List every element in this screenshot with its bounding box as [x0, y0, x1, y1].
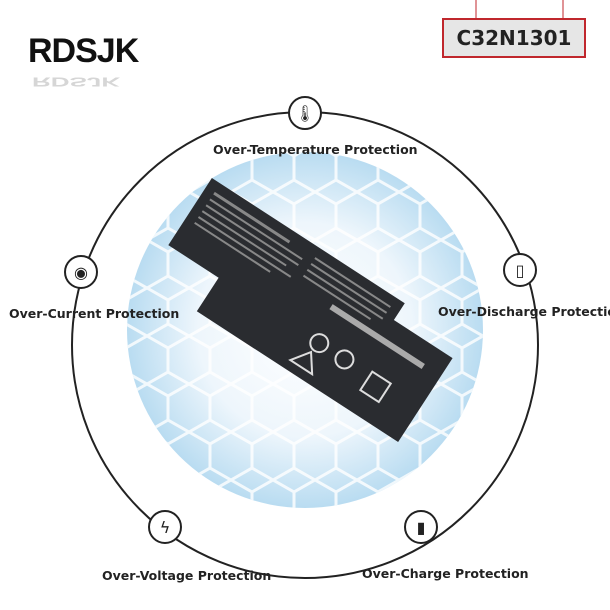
feature-over-voltage: Over-Voltage Protection [102, 568, 272, 583]
model-label: C32N1301 [442, 18, 586, 58]
feature-over-temperature: Over-Temperature Protection [213, 142, 418, 157]
thermometer-icon: 🌡 [288, 96, 322, 130]
battery-charging-icon: ▮ [404, 510, 438, 544]
feature-over-charge: Over-Charge Protection [362, 566, 529, 581]
feature-over-discharge: Over-Discharge Protection [438, 304, 610, 319]
brand-logo-reflection: RDSJK [32, 74, 121, 90]
lightning-icon: ϟ [148, 510, 182, 544]
meter-icon: ◉ [64, 255, 98, 289]
battery-pack [168, 177, 453, 443]
feature-over-current: Over-Current Protection [9, 306, 180, 321]
battery-icon: ▯ [503, 253, 537, 287]
brand-logo: RDSJK [28, 32, 139, 70]
